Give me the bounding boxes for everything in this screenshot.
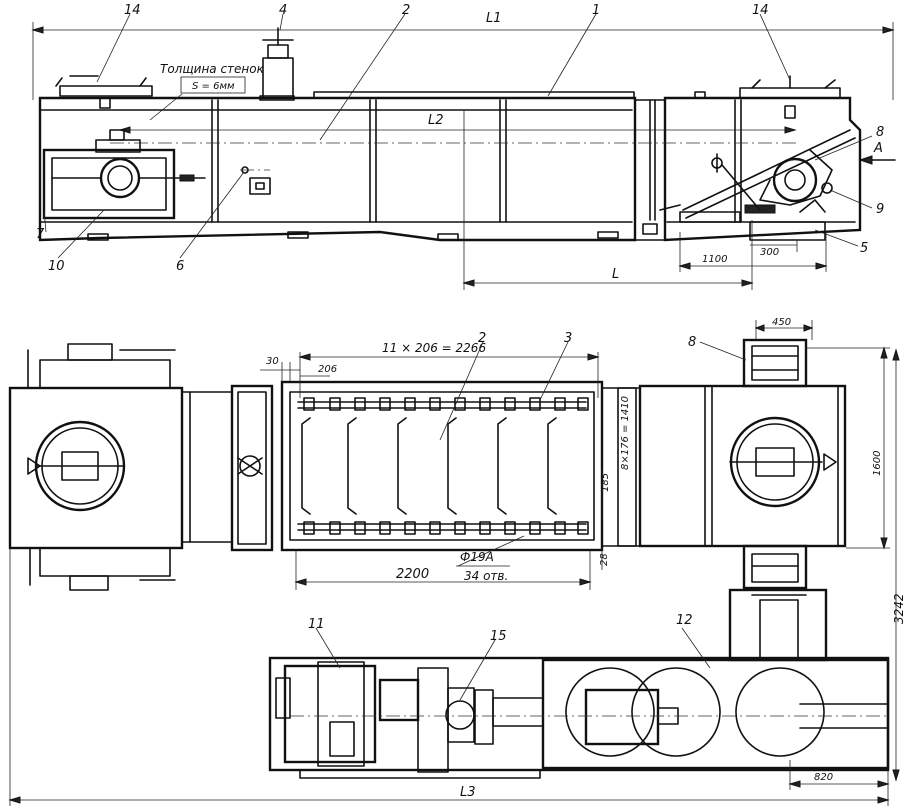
pos-5: 5 (860, 241, 868, 256)
dim-L2: L2 (428, 113, 444, 128)
pos-2-side: 2 (402, 3, 410, 18)
dim-185: 185 (600, 473, 611, 492)
dim-820: 820 (814, 772, 833, 783)
pos-8-plan: 8 (688, 335, 696, 350)
pos-11: 11 (308, 617, 325, 632)
wall-thickness-note: Толщина стенок (160, 62, 265, 76)
pos-2-plan: 2 (478, 331, 486, 346)
dim-L3: L3 (460, 785, 476, 800)
chain-links-top (303, 397, 589, 411)
chain-links-bottom (303, 521, 589, 535)
dim-28: 28 (599, 553, 610, 566)
dim-206: 206 (318, 364, 337, 375)
pos-10: 10 (48, 259, 65, 274)
side-view: L1 L2 (31, 3, 896, 290)
pos-1: 1 (592, 3, 600, 18)
dim-30: 30 (266, 356, 279, 367)
wall-thickness-value: S = 6мм (192, 81, 235, 92)
dim-300: 300 (760, 247, 779, 258)
dim-3242: 3242 (892, 593, 905, 624)
pos-14-right: 14 (752, 3, 769, 18)
scrapers (301, 417, 557, 515)
holes-diam: Ф19А (460, 550, 494, 564)
pos-12: 12 (676, 613, 693, 628)
pos-6: 6 (176, 259, 184, 274)
dim-2200: 2200 (396, 567, 429, 582)
pos-9: 9 (876, 202, 884, 217)
holes-count: 34 отв. (464, 569, 508, 583)
dim-450: 450 (772, 317, 791, 328)
pos-4: 4 (279, 3, 287, 18)
pos-15: 15 (490, 629, 507, 644)
pos-7: 7 (36, 227, 45, 242)
dim-L: L (612, 267, 619, 282)
plan-view: 450 30 206 11 × 206 = 2266 2200 185 28 8… (8, 317, 905, 806)
view-A: A (873, 141, 883, 156)
dim-1600: 1600 (872, 451, 883, 476)
dim-1100: 1100 (702, 254, 727, 265)
dim-holes-rect: 8×176 = 1410 (620, 396, 631, 470)
dim-L1: L1 (486, 11, 502, 26)
pos-3: 3 (564, 331, 572, 346)
pos-14-left: 14 (124, 3, 141, 18)
pos-8-side: 8 (876, 125, 884, 140)
dim-pitch: 11 × 206 = 2266 (382, 341, 486, 355)
